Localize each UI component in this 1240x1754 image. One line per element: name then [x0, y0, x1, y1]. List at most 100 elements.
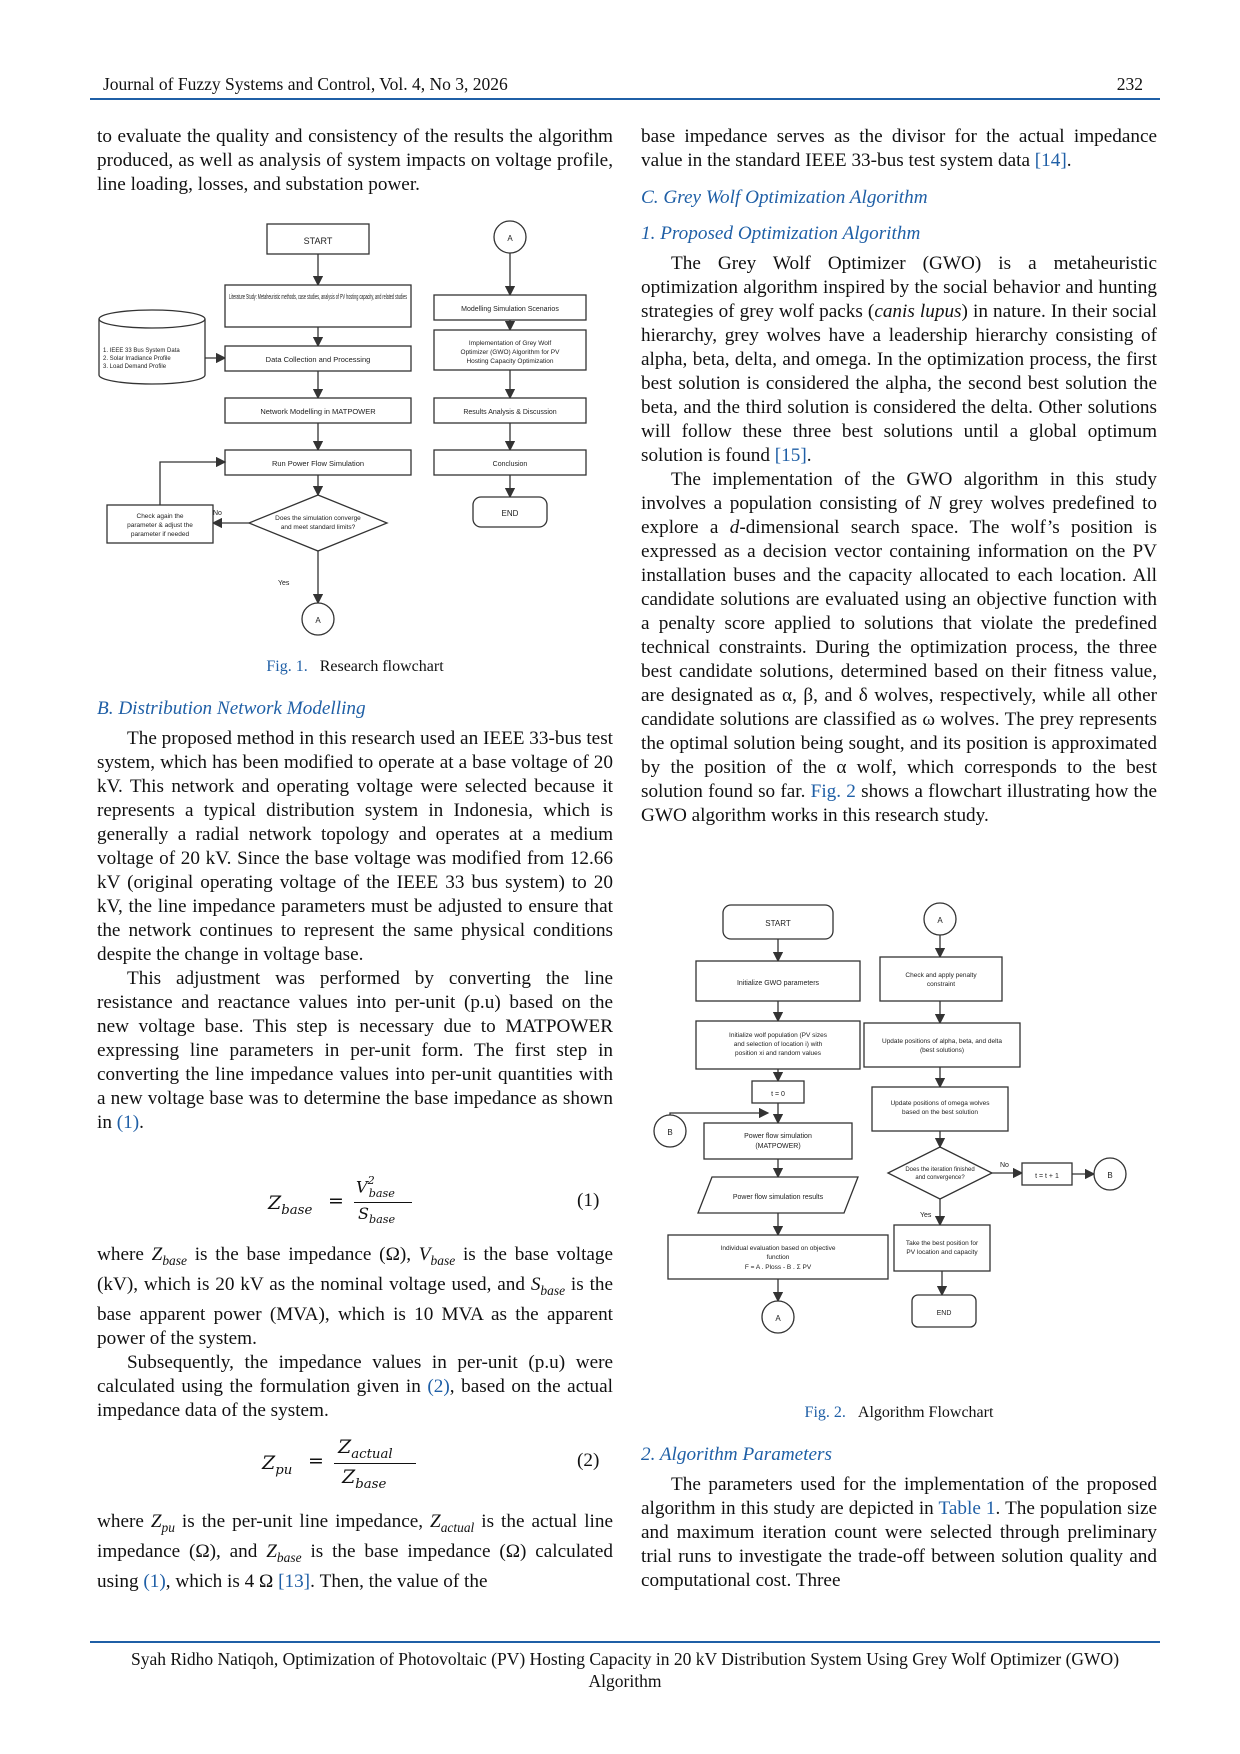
fig1-impl-text-1: Implementation of Grey Wolf — [469, 340, 551, 347]
fig1-check-text-2: parameter & adjust the — [127, 522, 193, 529]
section-b-paragraph-4-text: Subsequently, the impedance values in pe… — [97, 1351, 613, 1397]
eq1-link[interactable]: (1) — [116, 1112, 140, 1133]
eq2-expl-e: , which is 4 Ω — [165, 1570, 274, 1592]
fig1-database-body — [98, 319, 206, 385]
fig1-database-top — [98, 309, 206, 329]
fig2-connector-b-right-text: B — [1107, 1171, 1112, 1180]
section-b-heading: B. Distribution Network Modelling — [97, 698, 366, 719]
fig1-impl-box — [433, 329, 587, 371]
fig1-decision-text-1: Does the simulation converge — [275, 515, 361, 522]
figure-2-caption: Fig. 2. Algorithm Flowchart — [641, 1404, 1157, 1422]
section-b-paragraph-1: The proposed method in this research use… — [97, 728, 613, 965]
fig2-connector-b-right — [1093, 1157, 1127, 1191]
eq2-link[interactable]: (2) — [427, 1375, 450, 1397]
gwo-paragraph-1-text: The Grey Wolf Optimizer (GWO) is a metah… — [641, 253, 1157, 322]
fig1-literature-text: Literature Study: Metaheuristic methods,… — [229, 294, 407, 301]
fig1-results-box — [433, 397, 587, 424]
ref-15-link[interactable]: [15] — [774, 445, 807, 466]
footer-line-1: Syah Ridho Natiqoh, Optimization of Phot… — [130, 1649, 1120, 1669]
fig2-powerflow-text-1: Power flow simulation — [744, 1133, 812, 1140]
fig2-powerflow-box — [703, 1122, 853, 1160]
fig1-literature-box — [224, 284, 412, 328]
fig2-evaluation-text-1: Individual evaluation based on objective — [721, 1245, 836, 1252]
subsection-1-heading: 1. Proposed Optimization Algorithm — [641, 223, 921, 244]
fig2-init-box — [695, 960, 861, 1002]
fig2-update-omega-text-1: Update positions of omega wolves — [890, 1100, 990, 1107]
section-b-paragraph-2-text: This adjustment was performed by convert… — [97, 968, 613, 1133]
section-b-paragraph-4-end: , based on the actual impedance data of … — [97, 1375, 613, 1421]
params-paragraph-end: . The population size and maximum iterat… — [641, 1498, 1157, 1591]
fig2-evaluation-text-3: F = A . Ploss - B . Σ PV — [745, 1264, 812, 1271]
fig2-t-increment-text: t = t + 1 — [1035, 1173, 1059, 1180]
fig1-check-text-1: Check again the — [137, 513, 184, 520]
fig2-update-abd-text-1: Update positions of alpha, beta, and del… — [882, 1038, 1002, 1045]
fig2-powerflow-text-2: (MATPOWER) — [755, 1143, 800, 1150]
fig1-connector-a-bottom-text: A — [315, 616, 321, 625]
fig1-results-text: Results Analysis & Discussion — [463, 409, 556, 416]
figure-1-caption: Fig. 1. Research flowchart — [97, 658, 613, 676]
page-header: Journal of Fuzzy Systems and Control, Vo… — [103, 74, 1143, 100]
fig2-end-box — [911, 1294, 977, 1328]
figure-2-algorithm-flowchart: START Initialize GWO parameters Initiali… — [653, 902, 1127, 1334]
figure-1-caption-text: Research flowchart — [319, 658, 444, 675]
n-italic: N — [928, 493, 942, 514]
gwo-paragraph-2-d: shows a flowchart illustrating how the G… — [641, 781, 1158, 826]
fig1-db-item-1: 1. IEEE 33 Bus System Data — [103, 348, 180, 354]
fig2-pf-results-parallelogram — [697, 1176, 859, 1214]
eq2-expl-c: is the actual line impedance (Ω), and — [97, 1511, 613, 1562]
left-section-b: B. Distribution Network Modelling The pr… — [97, 697, 613, 1135]
fig2-update-omega-text-2: based on the best solution — [902, 1109, 978, 1116]
fig2-no-label: No — [1000, 1162, 1009, 1169]
fig1-scenario-text: Modelling Simulation Scenarios — [461, 306, 559, 313]
fig1-decision-diamond — [247, 494, 389, 552]
eq2-expl-d: is the base impedance (Ω) calculated usi… — [97, 1540, 613, 1592]
eq2-expl-b: is the per-unit line impedance, — [181, 1511, 424, 1532]
fig2-evaluation-text-2: function — [767, 1254, 790, 1261]
fig2-end-text: END — [937, 1310, 952, 1317]
footer-line-2: Algorithm — [588, 1671, 662, 1691]
intro-paragraph: to evaluate the quality and consistency … — [97, 126, 613, 195]
fig1-end-text: END — [502, 509, 519, 518]
figure-1-caption-label: Fig. 1. — [266, 658, 308, 675]
gwo-paragraph-2-c: -dimensional search space. The wolf’s po… — [641, 517, 1158, 802]
fig1-check-text-3: parameter if needed — [131, 531, 190, 538]
fig2-link[interactable]: Fig. 2 — [810, 781, 856, 802]
eq2-explanation: where Zpu is the per-unit line impedance… — [97, 1511, 613, 1592]
figure-2-caption-label: Fig. 2. — [804, 1404, 846, 1421]
fig1-conclusion-text: Conclusion — [493, 461, 528, 468]
fig1-check-box — [106, 504, 214, 544]
fig1-network-box — [224, 397, 412, 424]
fig2-penalty-box — [879, 956, 1003, 1002]
params-paragraph-text: The parameters used for the implementati… — [641, 1474, 1157, 1519]
fig2-best-text-1: Take the best position for — [906, 1240, 979, 1247]
fig1-yes-label: Yes — [278, 580, 290, 587]
eq1-expl-b: is the base impedance (Ω), — [194, 1244, 412, 1265]
journal-title: Journal of Fuzzy Systems and Control, Vo… — [103, 74, 508, 94]
fig2-decision-text-2: and convergence? — [915, 1175, 965, 1181]
right-paragraph-0-text: base impedance serves as the divisor for… — [641, 126, 1157, 171]
fig2-connector-a-top-text: A — [937, 916, 943, 925]
section-b-paragraph-4: Subsequently, the impedance values in pe… — [97, 1351, 613, 1423]
page-footer: Syah Ridho Natiqoh, Optimization of Phot… — [90, 1648, 1160, 1692]
fig2-update-abd-text-2: (best solutions) — [920, 1047, 964, 1054]
fig1-runpf-text: Run Power Flow Simulation — [272, 459, 364, 468]
fig1-scenario-box — [433, 294, 587, 321]
ref-13-link[interactable]: [13] — [278, 1570, 311, 1592]
eq1-expl-where: where — [97, 1244, 144, 1265]
fig1-start-text: START — [304, 236, 333, 246]
table-1-link[interactable]: Table 1 — [938, 1498, 996, 1519]
eq1-expl-c: is the base voltage (kV), which is 20 kV… — [97, 1244, 614, 1295]
fig2-yes-label: Yes — [920, 1212, 932, 1219]
fig1-data-text: Data Collection and Processing — [266, 355, 371, 364]
fig1-network-text: Network Modelling in MATPOWER — [260, 407, 376, 416]
d-italic: d — [729, 517, 740, 538]
section-c-heading: C. Grey Wolf Optimization Algorithm — [641, 187, 928, 208]
subsection-2-heading: 2. Algorithm Parameters — [641, 1444, 832, 1465]
ref-14-link[interactable]: [14] — [1034, 150, 1067, 171]
eq1-expl-d: is the base apparent power (MVA), which … — [97, 1273, 614, 1349]
fig2-penalty-text-2: constraint — [927, 981, 955, 988]
eq2-expl-f: . Then, the value of the — [310, 1570, 488, 1592]
eq1-link-2[interactable]: (1) — [143, 1570, 166, 1592]
gwo-paragraph-2-a: The implementation of the GWO algorithm … — [641, 469, 1157, 514]
gwo-paragraph-1-end: ) in nature. In their social hierarchy, … — [641, 301, 1157, 466]
